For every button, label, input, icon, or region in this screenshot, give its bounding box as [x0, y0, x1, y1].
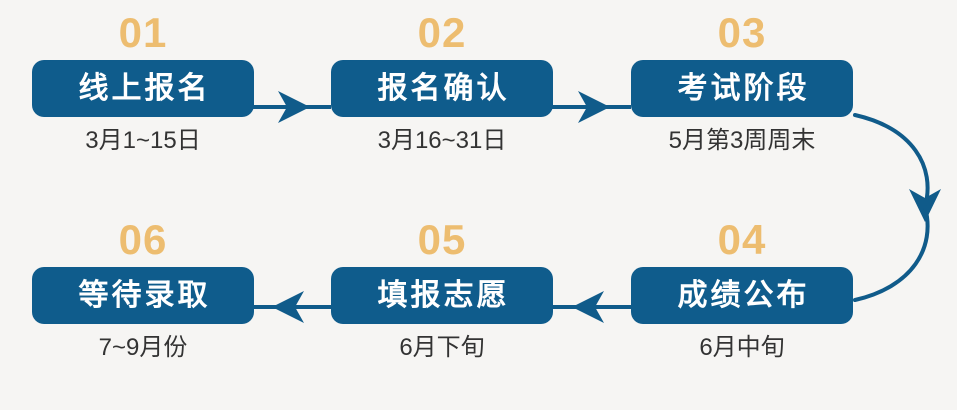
step-03[interactable]: 03 考试阶段 5月第3周周末	[631, 8, 853, 154]
step-06-box[interactable]: 等待录取	[32, 267, 254, 324]
step-06-number: 06	[118, 216, 168, 263]
step-01-box[interactable]: 线上报名	[32, 60, 254, 117]
step-04[interactable]: 04 成绩公布 6月中旬	[631, 215, 853, 361]
step-03-caption: 5月第3周周末	[668, 127, 816, 154]
step-03-number: 03	[717, 9, 767, 56]
step-05-box[interactable]: 填报志愿	[331, 267, 553, 324]
arrow-03-to-04-icon	[853, 113, 941, 302]
step-03-box[interactable]: 考试阶段	[631, 60, 853, 117]
step-01[interactable]: 01 线上报名 3月1~15日	[32, 8, 254, 154]
step-05-title: 填报志愿	[377, 278, 510, 312]
step-05[interactable]: 05 填报志愿 6月下旬	[331, 215, 553, 361]
arrow-04-to-05-icon	[552, 291, 631, 323]
step-02[interactable]: 02 报名确认 3月16~31日	[331, 8, 553, 154]
step-05-number: 05	[417, 216, 467, 263]
step-06[interactable]: 06 等待录取 7~9月份	[32, 215, 254, 361]
step-04-box[interactable]: 成绩公布	[631, 267, 853, 324]
step-01-title: 线上报名	[78, 71, 211, 105]
step-01-caption: 3月1~15日	[85, 127, 201, 154]
step-04-number: 04	[717, 216, 767, 263]
step-02-box[interactable]: 报名确认	[331, 60, 553, 117]
arrow-01-to-02-icon	[252, 91, 331, 123]
step-05-caption: 6月下旬	[399, 334, 485, 361]
step-03-title: 考试阶段	[677, 71, 810, 105]
step-06-caption: 7~9月份	[98, 334, 188, 361]
step-02-caption: 3月16~31日	[377, 127, 507, 154]
step-06-title: 等待录取	[78, 278, 211, 312]
step-02-number: 02	[417, 9, 467, 56]
step-01-number: 01	[118, 9, 168, 56]
arrow-02-to-03-icon	[552, 91, 631, 123]
step-04-caption: 6月中旬	[699, 334, 785, 361]
step-02-title: 报名确认	[377, 71, 510, 105]
arrow-05-to-06-icon	[252, 291, 331, 323]
step-04-title: 成绩公布	[677, 278, 810, 312]
